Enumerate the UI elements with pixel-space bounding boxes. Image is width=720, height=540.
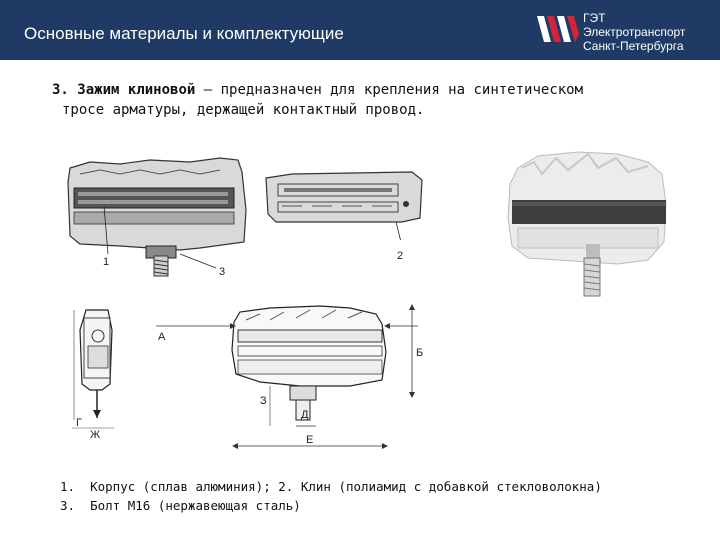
- caption-line-2: 3. Болт М16 (нержавеющая сталь): [60, 498, 301, 513]
- logo-line-spb: Санкт-Петербурга: [583, 39, 684, 53]
- dim-label-g: Г: [76, 417, 82, 429]
- logo-line-elektrotransport: Электротранспорт: [583, 25, 686, 39]
- svg-text:1: 1: [103, 256, 109, 268]
- svg-text:2: 2: [397, 250, 403, 262]
- dim-label-zh: Ж: [90, 429, 100, 440]
- company-logo: ГЭТ Электротранспорт Санкт-Петербурга: [535, 8, 715, 54]
- header-bar: Основные материалы и комплектующие ГЭТ Э…: [0, 0, 720, 60]
- front-dimension-drawing: Б Е Д З А: [156, 304, 423, 449]
- clamp-body-drawing: [67, 157, 247, 277]
- slide-title: Основные материалы и комплектующие: [24, 24, 344, 43]
- caption-line-1: 1. Корпус (сплав алюминия); 2. Клин (пол…: [60, 479, 602, 494]
- label-1: 1: [103, 256, 109, 268]
- ww-logo-icon: [537, 16, 579, 42]
- label-2: 2: [397, 250, 403, 262]
- parts-caption: 1. Корпус (сплав алюминия); 2. Клин (пол…: [60, 477, 602, 515]
- dim-label-a: А: [158, 331, 166, 343]
- label-3: 3: [219, 266, 225, 278]
- intro-paragraph: 3. Зажим клиновой – предназначен для кре…: [52, 80, 692, 120]
- intro-text-2: тросе арматуры, держащей контактный пров…: [62, 102, 425, 118]
- clamp-photo: [507, 151, 667, 297]
- dim-label-z: З: [260, 395, 267, 407]
- intro-text-1: – предназначен для крепления на синтетич…: [195, 82, 584, 98]
- dim-label-d: Д: [301, 409, 309, 421]
- wedge-drawing: [265, 171, 423, 240]
- dim-label-e: Е: [306, 434, 313, 446]
- dim-label-b: Б: [416, 347, 423, 359]
- item-term: Зажим клиновой: [77, 82, 196, 98]
- svg-text:3: 3: [219, 266, 225, 278]
- side-view-drawing: Г Ж: [72, 309, 114, 440]
- item-number: 3.: [52, 82, 69, 98]
- logo-line-get: ГЭТ: [583, 11, 606, 25]
